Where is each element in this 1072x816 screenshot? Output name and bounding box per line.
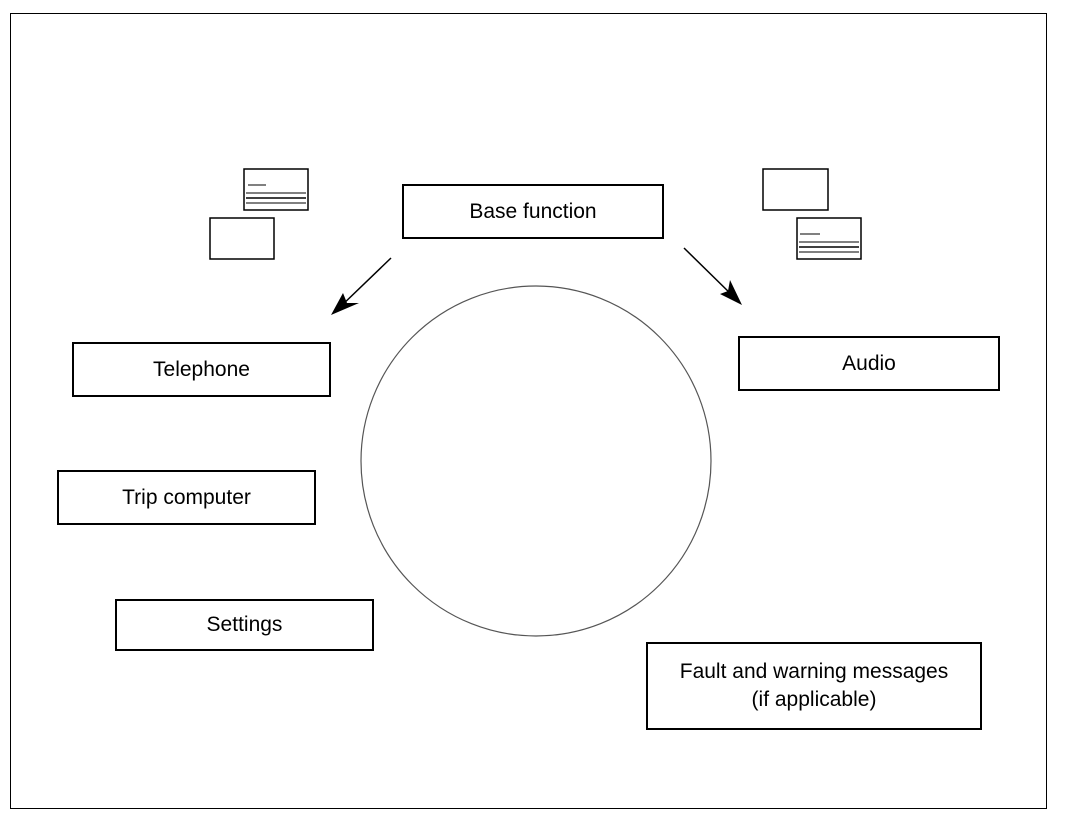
rotary-circle bbox=[360, 285, 712, 637]
settings-box: Settings bbox=[115, 599, 374, 651]
audio-box: Audio bbox=[738, 336, 1000, 391]
left-arrow bbox=[331, 257, 392, 315]
right-arrow bbox=[683, 247, 742, 305]
trip-computer-label: Trip computer bbox=[122, 485, 251, 509]
audio-label: Audio bbox=[842, 351, 896, 375]
right-screens-icon bbox=[762, 168, 862, 260]
left-screens-icon bbox=[209, 168, 309, 260]
telephone-label: Telephone bbox=[153, 357, 250, 381]
telephone-box: Telephone bbox=[72, 342, 331, 397]
base-function-box: Base function bbox=[402, 184, 664, 239]
settings-label: Settings bbox=[206, 613, 283, 636]
trip-computer-box: Trip computer bbox=[57, 470, 316, 525]
diagram-frame bbox=[10, 13, 1047, 809]
base-function-label: Base function bbox=[469, 199, 597, 223]
fault-warning-label-line1: Fault and warning messages bbox=[679, 660, 949, 683]
fault-warning-label-line2: (if applicable) bbox=[751, 688, 877, 711]
fault-warning-box: Fault and warning messages (if applicabl… bbox=[646, 642, 982, 730]
